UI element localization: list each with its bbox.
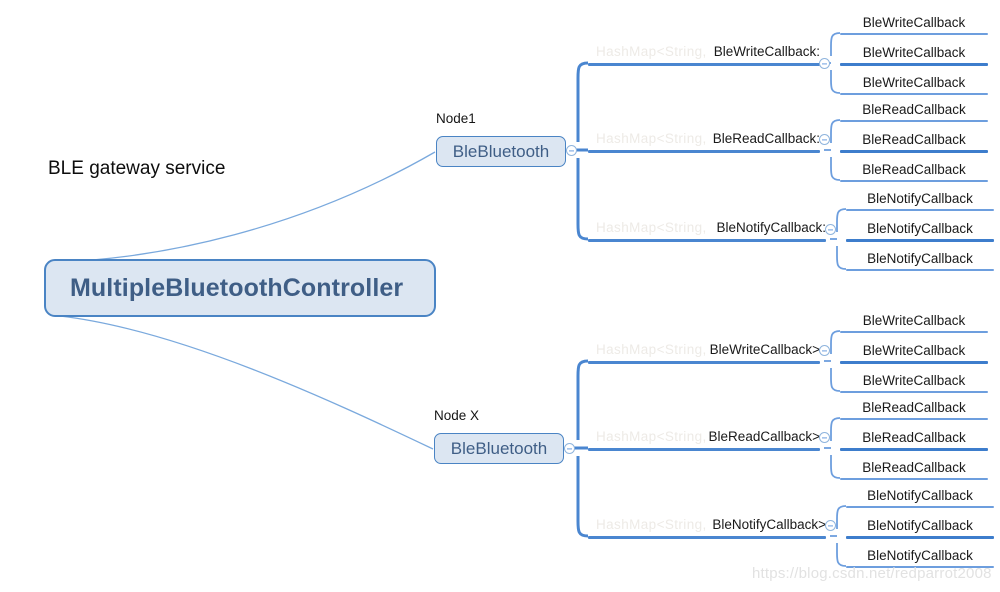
collapse-minus-icon-node1-notify[interactable] [825, 224, 836, 235]
leaf-bar [840, 63, 988, 66]
leaf-label: BleReadCallback [862, 430, 966, 445]
branch-label: BleReadCallback: [712, 131, 820, 146]
leaf-bar [840, 391, 988, 394]
leaf-bar [840, 448, 988, 451]
leaf-label: BleReadCallback [862, 162, 966, 177]
collapse-minus-icon-nodex-write[interactable] [819, 345, 830, 356]
leaf-bar [846, 239, 994, 242]
branch-bar [588, 448, 820, 451]
branch-ghost-text: HashMap<String, [596, 220, 707, 235]
leaf-bar [846, 209, 994, 212]
collapse-minus-icon-nodex-notify[interactable] [825, 520, 836, 531]
branch-ghost-text: HashMap<String, [596, 131, 707, 146]
leaf-bar [840, 33, 988, 36]
node-blebluetooth-nodex-label: BleBluetooth [450, 438, 548, 458]
leaf-bar [840, 418, 988, 421]
leafbracket-nx-notify-bottom [836, 543, 847, 567]
leafbracket-n1-read-top [830, 119, 841, 143]
leafbracket-nx-write-bottom [830, 368, 841, 392]
leaf-bar [840, 120, 988, 123]
root-node-multiple-bluetooth-controller[interactable]: MultipleBluetoothController [44, 259, 436, 317]
leafbracket-nx-read-bottom [830, 455, 841, 479]
leafbracket-n1-notify-bottom [836, 246, 847, 270]
leaf-label: BleWriteCallback [862, 15, 966, 30]
node-tag-nodex: Node X [434, 408, 480, 423]
collapse-minus-icon-nodex[interactable] [564, 443, 575, 454]
leaf-label: BleNotifyCallback [867, 488, 973, 503]
leafbracket-nx-write-top [830, 330, 841, 354]
root-node-label: MultipleBluetoothController [70, 273, 404, 302]
branch-ghost-text: HashMap<String, [596, 44, 707, 59]
leafbracket-n1-write-bottom [830, 70, 841, 94]
connector-root-to-nodex [59, 315, 434, 450]
leaf-label: BleWriteCallback [862, 313, 966, 328]
leafbracket-nx-notify-top [836, 505, 847, 529]
leafbracket-nx-read-top [830, 417, 841, 441]
leaf-bar [840, 93, 988, 96]
collapse-minus-icon-node1-read[interactable] [819, 134, 830, 145]
leaf-label: BleWriteCallback [862, 343, 966, 358]
leaf-label: BleNotifyCallback [867, 221, 973, 236]
branch-bar [588, 150, 820, 153]
collapse-minus-icon-nodex-read[interactable] [819, 432, 830, 443]
leaf-bar [846, 566, 994, 569]
collapse-minus-icon-node1-write[interactable] [819, 58, 830, 69]
leaf-bar [840, 361, 988, 364]
leaf-label: BleNotifyCallback [867, 251, 973, 266]
leaf-label: BleNotifyCallback [867, 191, 973, 206]
leaf-label: BleNotifyCallback [867, 548, 973, 563]
branch-label: BleWriteCallback: [713, 44, 820, 59]
branch-bar [588, 361, 820, 364]
leaf-bar [846, 536, 994, 539]
branch-label: BleNotifyCallback> [712, 517, 826, 532]
leafbracket-n1-write-top [830, 32, 841, 56]
leaf-bar [840, 180, 988, 183]
leaf-label: BleReadCallback [862, 460, 966, 475]
branch-ghost-text: HashMap<String, [596, 517, 707, 532]
leaf-label: BleWriteCallback [862, 45, 966, 60]
branch-bar [588, 239, 826, 242]
node-blebluetooth-nodex[interactable]: BleBluetooth [434, 433, 564, 464]
leaf-label: BleWriteCallback [862, 373, 966, 388]
leaf-label: BleReadCallback [862, 400, 966, 415]
branch-bar [588, 63, 820, 66]
node-tag-node1: Node1 [436, 111, 476, 126]
bracket-nodex-upper [576, 359, 589, 440]
leaf-label: BleWriteCallback [862, 75, 966, 90]
leaf-bar [846, 506, 994, 509]
leaf-label: BleReadCallback [862, 102, 966, 117]
node-blebluetooth-node1-label: BleBluetooth [452, 141, 550, 161]
collapse-minus-icon-node1[interactable] [566, 145, 577, 156]
leafbracket-n1-read-bottom [830, 157, 841, 181]
branch-label: BleReadCallback> [708, 429, 820, 444]
leaf-bar [840, 478, 988, 481]
leaf-bar [840, 150, 988, 153]
watermark: https://blog.csdn.net/redparrot2008 [752, 565, 992, 582]
bracket-node1-lower [576, 158, 589, 241]
branch-label: BleWriteCallback> [709, 342, 820, 357]
branch-bar [588, 536, 826, 539]
bracket-nodex-lower [576, 456, 589, 538]
leaf-bar [840, 331, 988, 334]
branch-ghost-text: HashMap<String, [596, 342, 707, 357]
branch-label: BleNotifyCallback: [716, 220, 826, 235]
leaf-label: BleNotifyCallback [867, 518, 973, 533]
branch-ghost-text: HashMap<String, [596, 429, 707, 444]
node-blebluetooth-node1[interactable]: BleBluetooth [436, 136, 566, 167]
diagram-caption: BLE gateway service [48, 158, 226, 179]
bracket-node1-upper [576, 61, 589, 142]
leaf-bar [846, 269, 994, 272]
leafbracket-n1-notify-top [836, 208, 847, 232]
leaf-label: BleReadCallback [862, 132, 966, 147]
